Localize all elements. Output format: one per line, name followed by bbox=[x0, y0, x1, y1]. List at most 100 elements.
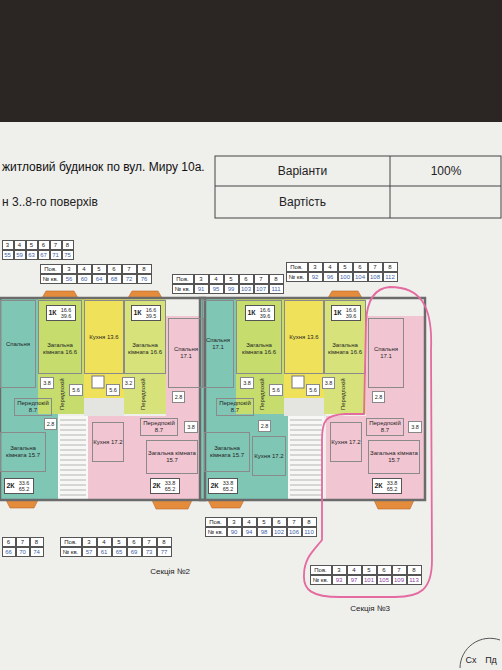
room-text: 5.6 bbox=[309, 387, 317, 393]
cell-text: Пов. bbox=[209, 519, 222, 525]
cell-text: 109 bbox=[394, 577, 404, 583]
key-type: 1К bbox=[48, 309, 56, 317]
room-text: Спальня 17.1 bbox=[203, 337, 233, 350]
table-cell: 101 bbox=[362, 575, 377, 585]
cell-text: 97 bbox=[351, 577, 358, 583]
table-cell: 7 bbox=[392, 565, 407, 575]
table-rule bbox=[215, 186, 501, 187]
table-cell: 7 bbox=[368, 262, 383, 272]
cell-text: 7 bbox=[21, 539, 24, 545]
cell-text: 7 bbox=[397, 567, 400, 573]
table-cell: 70 bbox=[16, 547, 30, 557]
zone-green bbox=[38, 298, 84, 414]
room-area: Загальна кімната 16.61К16.6 39.5 bbox=[124, 300, 166, 374]
room-text: Спальня 17.1 bbox=[169, 346, 203, 359]
table-cell: 104 bbox=[353, 272, 368, 282]
bath-area: 5.6 bbox=[269, 384, 283, 396]
cell-text: 7 bbox=[373, 264, 376, 270]
cell-text: 6 bbox=[112, 266, 115, 272]
bath-area: 5.6 bbox=[69, 384, 83, 396]
room-area: Спальня 17.1 bbox=[168, 318, 204, 388]
bath-area: 3.8 bbox=[40, 377, 54, 389]
key-areas: 16.6 39.6 bbox=[59, 307, 74, 319]
table-cell: 5 bbox=[26, 240, 38, 250]
table-cell: 7 bbox=[254, 274, 269, 284]
table-cell: 60 bbox=[77, 274, 92, 284]
label-text: Вартість bbox=[279, 196, 326, 208]
table-cell: 102 bbox=[272, 527, 287, 537]
cell-text: 55 bbox=[4, 252, 11, 258]
cell-text: 5 bbox=[262, 519, 265, 525]
apartment-key: 1К16.6 39.6 bbox=[245, 305, 275, 321]
room-text: 2.8 bbox=[175, 394, 183, 400]
stair-step bbox=[290, 475, 322, 476]
stair-step bbox=[60, 425, 86, 426]
plan-label: Сх bbox=[462, 654, 480, 666]
cell-text: 5 bbox=[367, 567, 370, 573]
cell-text: Пов. bbox=[290, 264, 303, 270]
table-cell: 4 bbox=[323, 262, 338, 272]
table-cell: 6 bbox=[38, 240, 50, 250]
cell-text: 6 bbox=[42, 242, 45, 248]
apartment-zones bbox=[0, 298, 425, 500]
table-cell: 91 bbox=[194, 284, 209, 294]
table-cell: 56 bbox=[62, 274, 77, 284]
cell-text: 104 bbox=[355, 274, 365, 280]
key-areas: 33.8 65.2 bbox=[163, 480, 178, 492]
stair-step bbox=[290, 480, 322, 481]
room-area: Спальня 17.1 bbox=[368, 318, 404, 388]
corridor-label: Передпокій bbox=[56, 376, 67, 412]
room-text: Загальна кімната 16.6 bbox=[325, 342, 365, 355]
cell-text: 8 bbox=[307, 519, 310, 525]
label-text: Сх bbox=[466, 656, 477, 665]
room-text: Загальна кімната 15.7 bbox=[205, 445, 249, 458]
key-type: 1К bbox=[133, 309, 141, 317]
table-cell: 7 bbox=[50, 240, 62, 250]
cell-text: 3 bbox=[67, 266, 70, 272]
cell-text: 6 bbox=[132, 539, 135, 545]
table-cell: 4 bbox=[209, 274, 224, 284]
cell-text: 103 bbox=[241, 286, 251, 292]
room-text: Спальня 17.1 bbox=[369, 346, 403, 359]
room-text: 3.8 bbox=[43, 380, 51, 386]
table-cell: Пов. bbox=[286, 262, 308, 272]
stair-step bbox=[60, 440, 86, 441]
cell-text: 68 bbox=[111, 276, 118, 282]
cell-text: 59 bbox=[16, 252, 23, 258]
stair-step bbox=[60, 455, 86, 456]
room-text: Загальна кімната 15.7 bbox=[369, 450, 419, 463]
zone-teal bbox=[200, 298, 288, 500]
stair-step bbox=[290, 465, 322, 466]
room-text: Загальна кімната 16.6 bbox=[237, 342, 281, 355]
stair-step bbox=[60, 470, 86, 471]
table-cell: 4 bbox=[77, 264, 92, 274]
room-area: Кухня 17.2 bbox=[92, 422, 124, 462]
hall bbox=[84, 398, 124, 416]
label-text: Секція №2 bbox=[150, 568, 190, 576]
cell-text: 5 bbox=[343, 264, 346, 270]
apartment-key: 1К16.6 39.5 bbox=[131, 305, 161, 321]
table-cell: 4 bbox=[14, 240, 26, 250]
table-cell: 8 bbox=[302, 517, 317, 527]
cell-text: 3 bbox=[6, 242, 9, 248]
room-area: Загальна кімната 16.61К16.6 39.6 bbox=[324, 300, 366, 374]
label-text: Варіанти bbox=[278, 165, 328, 177]
bath-area: 3.8 bbox=[184, 421, 198, 433]
room-area: Загальна кімната 16.61К16.6 39.6 bbox=[38, 300, 82, 374]
cell-text: 92 bbox=[312, 274, 319, 280]
table-cell: 7 bbox=[287, 517, 302, 527]
cell-text: 4 bbox=[214, 276, 217, 282]
table-cell: 98 bbox=[257, 527, 272, 537]
cell-text: 4 bbox=[352, 567, 355, 573]
apartment-key: 2К33.8 65.2 bbox=[208, 478, 238, 494]
room-area: Загальна кімната 16.6 1К16.6 39.6 bbox=[236, 300, 282, 374]
room-text: Передпокій 8.7 bbox=[367, 420, 403, 433]
key-areas: 33.8 65.2 bbox=[221, 480, 236, 492]
room-area: Загальна кімната 15.7 bbox=[204, 432, 250, 472]
cell-text: 63 bbox=[28, 252, 35, 258]
table-cell: Пов. bbox=[172, 274, 194, 284]
room-text: Передпокій 8.7 bbox=[141, 420, 177, 433]
stair-step bbox=[290, 450, 322, 451]
stair-step bbox=[60, 460, 86, 461]
cell-text: 8 bbox=[142, 266, 145, 272]
